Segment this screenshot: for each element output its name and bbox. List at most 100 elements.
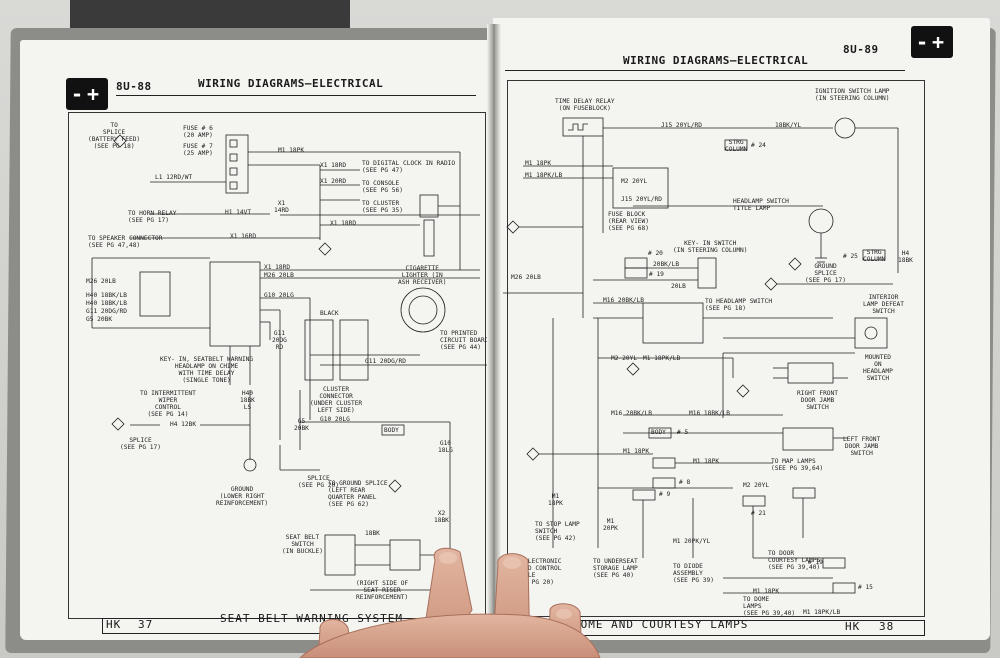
- label-m1-20pk: M1 20PK: [603, 518, 618, 532]
- label-m1-18pk-lb-b: M1 18PK/LB: [643, 355, 681, 362]
- label-x2-18bk: X2 18BK: [434, 510, 449, 524]
- right-wiring-diagram: [503, 117, 899, 594]
- label-num21: # 21: [751, 510, 766, 517]
- label-splice-battery: TO SPLICE (BATTERY FEED) (SEE PG 18): [88, 122, 141, 150]
- label-l1: L1 12RD/WT: [155, 174, 193, 181]
- label-body: BODY: [384, 427, 399, 434]
- label-console: TO CONSOLE (SEE PG 56): [362, 180, 403, 194]
- label-x1-18rd-b: X1 18RD: [264, 264, 291, 271]
- label-x1-18rd-cig: X1 18RD: [330, 220, 357, 227]
- label-cluster-connector: CLUSTER CONNECTOR (UNDER CLUSTER LEFT SI…: [310, 386, 363, 414]
- label-m16-20bk-b: M16 20BK/LB: [611, 410, 652, 417]
- label-headlamp-switch: TO HEADLAMP SWITCH (SEE PG 18): [705, 298, 773, 312]
- battery-icon: -+: [66, 78, 108, 110]
- book-gutter: [487, 24, 501, 640]
- left-page-number: 8U-88: [116, 80, 152, 93]
- label-m1-18pk-f: M1 18PK: [753, 588, 780, 595]
- label-m1-18pk-c: M1 18PK: [623, 448, 650, 455]
- label-z1-18bk: 18BK: [365, 530, 380, 537]
- label-g5-20bk-b: G5 20BK: [294, 418, 309, 432]
- label-interior-lamp: INTERIOR LAMP DEFEAT SWITCH: [863, 294, 904, 315]
- label-key-in-chime: KEY- IN, SEATBELT WARNING HEADLAMP ON CH…: [160, 356, 254, 384]
- label-g11-20dg-rd: G11 20DG/RD: [365, 358, 406, 365]
- label-j15-20yl-rd-b: J15 20YL/RD: [621, 196, 662, 203]
- right-header-title: WIRING DIAGRAMS—ELECTRICAL: [623, 54, 809, 67]
- label-g10-18lg: G10 18LG: [438, 440, 453, 454]
- label-black: BLACK: [320, 310, 339, 317]
- label-seat-belt-switch: SEAT BELT SWITCH (IN BUCKLE): [282, 534, 323, 555]
- label-num24: # 24: [751, 142, 766, 149]
- label-ground-splice-17: GROUND SPLICE (SEE PG 17): [805, 263, 846, 284]
- label-ground-lower: GROUND (LOWER RIGHT REINFORCEMENT): [216, 486, 269, 507]
- label-intermittent-wiper: TO INTERMITTENT WIPER CONTROL (SEE PG 14…: [140, 390, 196, 418]
- battery-icon-right: -+: [911, 26, 953, 58]
- label-m2-20yl-b: M2 20YL: [611, 355, 638, 362]
- label-m1-18pk-e: M1 18PK: [548, 493, 563, 507]
- label-x1-16rd: X1 16RD: [230, 233, 257, 240]
- label-right-front-door: RIGHT FRONT DOOR JAMB SWITCH: [797, 390, 838, 411]
- label-h40-18bk-ls: H40 18BK LS: [240, 390, 255, 411]
- label-door-courtesy: TO DOOR COURTESY LAMPS (SEE PG 39,40): [768, 550, 821, 571]
- label-time-delay-relay: TIME DELAY RELAY (ON FUSEBLOCK): [555, 98, 615, 112]
- label-diode-assembly: TO DIODE ASSEMBLY (SEE PG 39): [673, 563, 714, 584]
- label-x1-14rd: X1 14RD: [274, 200, 289, 214]
- label-m1-18pk: M1 18PK: [525, 160, 552, 167]
- label-stop-lamp: TO STOP LAMP SWITCH (SEE PG 42): [535, 521, 580, 542]
- header-rule: [116, 95, 476, 96]
- label-fuse6: FUSE # 6 (20 AMP): [183, 125, 213, 139]
- label-ground-splice: TO GROUND SPLICE (LEFT REAR QUARTER PANE…: [328, 480, 388, 508]
- label-digital-clock: TO DIGITAL CLOCK IN RADIO (SEE PG 47): [362, 160, 456, 174]
- left-footer-title: SEAT BELT WARNING SYSTEM: [220, 612, 403, 625]
- label-m26-20lb-b: M26 20LB: [264, 272, 294, 279]
- label-m1-20pk-yl: M1 20PK/YL: [673, 538, 711, 545]
- label-fuse-block: FUSE BLOCK (REAR VIEW) (SEE PG 68): [608, 211, 649, 232]
- diagram-frame-right: [507, 80, 925, 617]
- label-key-in-switch: KEY- IN SWITCH (IN STEERING COLUMN): [673, 240, 748, 254]
- label-right-side-riser: (RIGHT SIDE OF SEAT RISER REINFORCEMENT): [356, 580, 409, 601]
- label-g10-20lg-b: G10 20LG: [320, 416, 350, 423]
- label-fuse7: FUSE # 7 (25 AMP): [183, 143, 213, 157]
- label-num5: # 5: [677, 429, 689, 436]
- label-h40-18bk-2: H40 18BK/LB: [86, 300, 127, 307]
- label-g11-20dg-b: G11 20DG RD: [272, 330, 287, 351]
- label-h40-18bk: H40 18BK/LB: [86, 292, 127, 299]
- label-map-lamps: TO MAP LAMPS (SEE PG 39,64): [771, 458, 824, 472]
- header-rule-right: [505, 70, 905, 71]
- label-speaker-connector: TO SPEAKER CONNECTOR (SEE PG 47,48): [88, 235, 163, 249]
- label-ignition-lamp: IGNITION SWITCH LAMP (IN STEERING COLUMN…: [815, 88, 890, 102]
- right-page-number: 8U-89: [843, 43, 879, 56]
- label-m16-20bk: M16 20BK/LB: [603, 297, 644, 304]
- label-horn-relay: TO HORN RELAY (SEE PG 17): [128, 210, 177, 224]
- label-steering-column: STRG COLUMN: [725, 139, 748, 153]
- label-left-front-door: LEFT FRONT DOOR JAMB SWITCH: [843, 436, 881, 457]
- label-cigarette-lighter: CIGARETTE LIGHTER (IN ASH RECEIVER): [398, 265, 447, 286]
- label-m1-18pk-lb-c: M1 18PK/LB: [803, 609, 841, 616]
- label-num9: # 9: [659, 491, 671, 498]
- label-underseat: TO UNDERSEAT STORAGE LAMP (SEE PG 40): [593, 558, 638, 579]
- label-m26-20lb-a: M26 20LB: [86, 278, 116, 285]
- right-page: -+ WIRING DIAGRAMS—ELECTRICAL 8U-89: [493, 18, 990, 640]
- label-num8: # 8: [679, 479, 691, 486]
- label-m2-20yl-c: M2 20YL: [743, 482, 770, 489]
- label-dome-lamps: TO DOME LAMPS (SEE PG 39,40): [743, 596, 796, 617]
- label-18bk-yl: 18BK/YL: [775, 122, 802, 129]
- label-num25: # 25: [843, 253, 858, 260]
- label-strg-column: STRG COLUMN: [863, 249, 886, 263]
- label-headlamp-switch-lamp: HEADLAMP SWITCH TITLE LAMP: [733, 198, 789, 212]
- left-section-code: HK: [106, 618, 122, 631]
- label-h4-12bk: H4 12BK: [170, 421, 197, 428]
- left-header-title: WIRING DIAGRAMS—ELECTRICAL: [198, 77, 384, 90]
- label-mounted-headlamp: MOUNTED ON HEADLAMP SWITCH: [863, 354, 893, 382]
- label-x1-20rd: X1 20RD: [320, 178, 347, 185]
- label-m2-20yl: M2 20YL: [621, 178, 648, 185]
- label-m26-20lb: M26 20LB: [511, 274, 541, 281]
- right-section-code: HK: [845, 620, 861, 633]
- label-printed-board: TO PRINTED CIRCUIT BOARD (SEE PG 44): [440, 330, 489, 351]
- label-splice-20: SPLICE (SEE PG 20): [298, 475, 339, 489]
- label-cluster: TO CLUSTER (SEE PG 35): [362, 200, 403, 214]
- label-h4-18bk: H4 18BK: [898, 250, 913, 264]
- label-m1-18pk-lb: M1 18PK/LB: [525, 172, 563, 179]
- left-page: -+ 8U-88 WIRING DIAGRAMS—ELECTRICAL: [20, 40, 493, 640]
- label-num19: # 19: [649, 271, 664, 278]
